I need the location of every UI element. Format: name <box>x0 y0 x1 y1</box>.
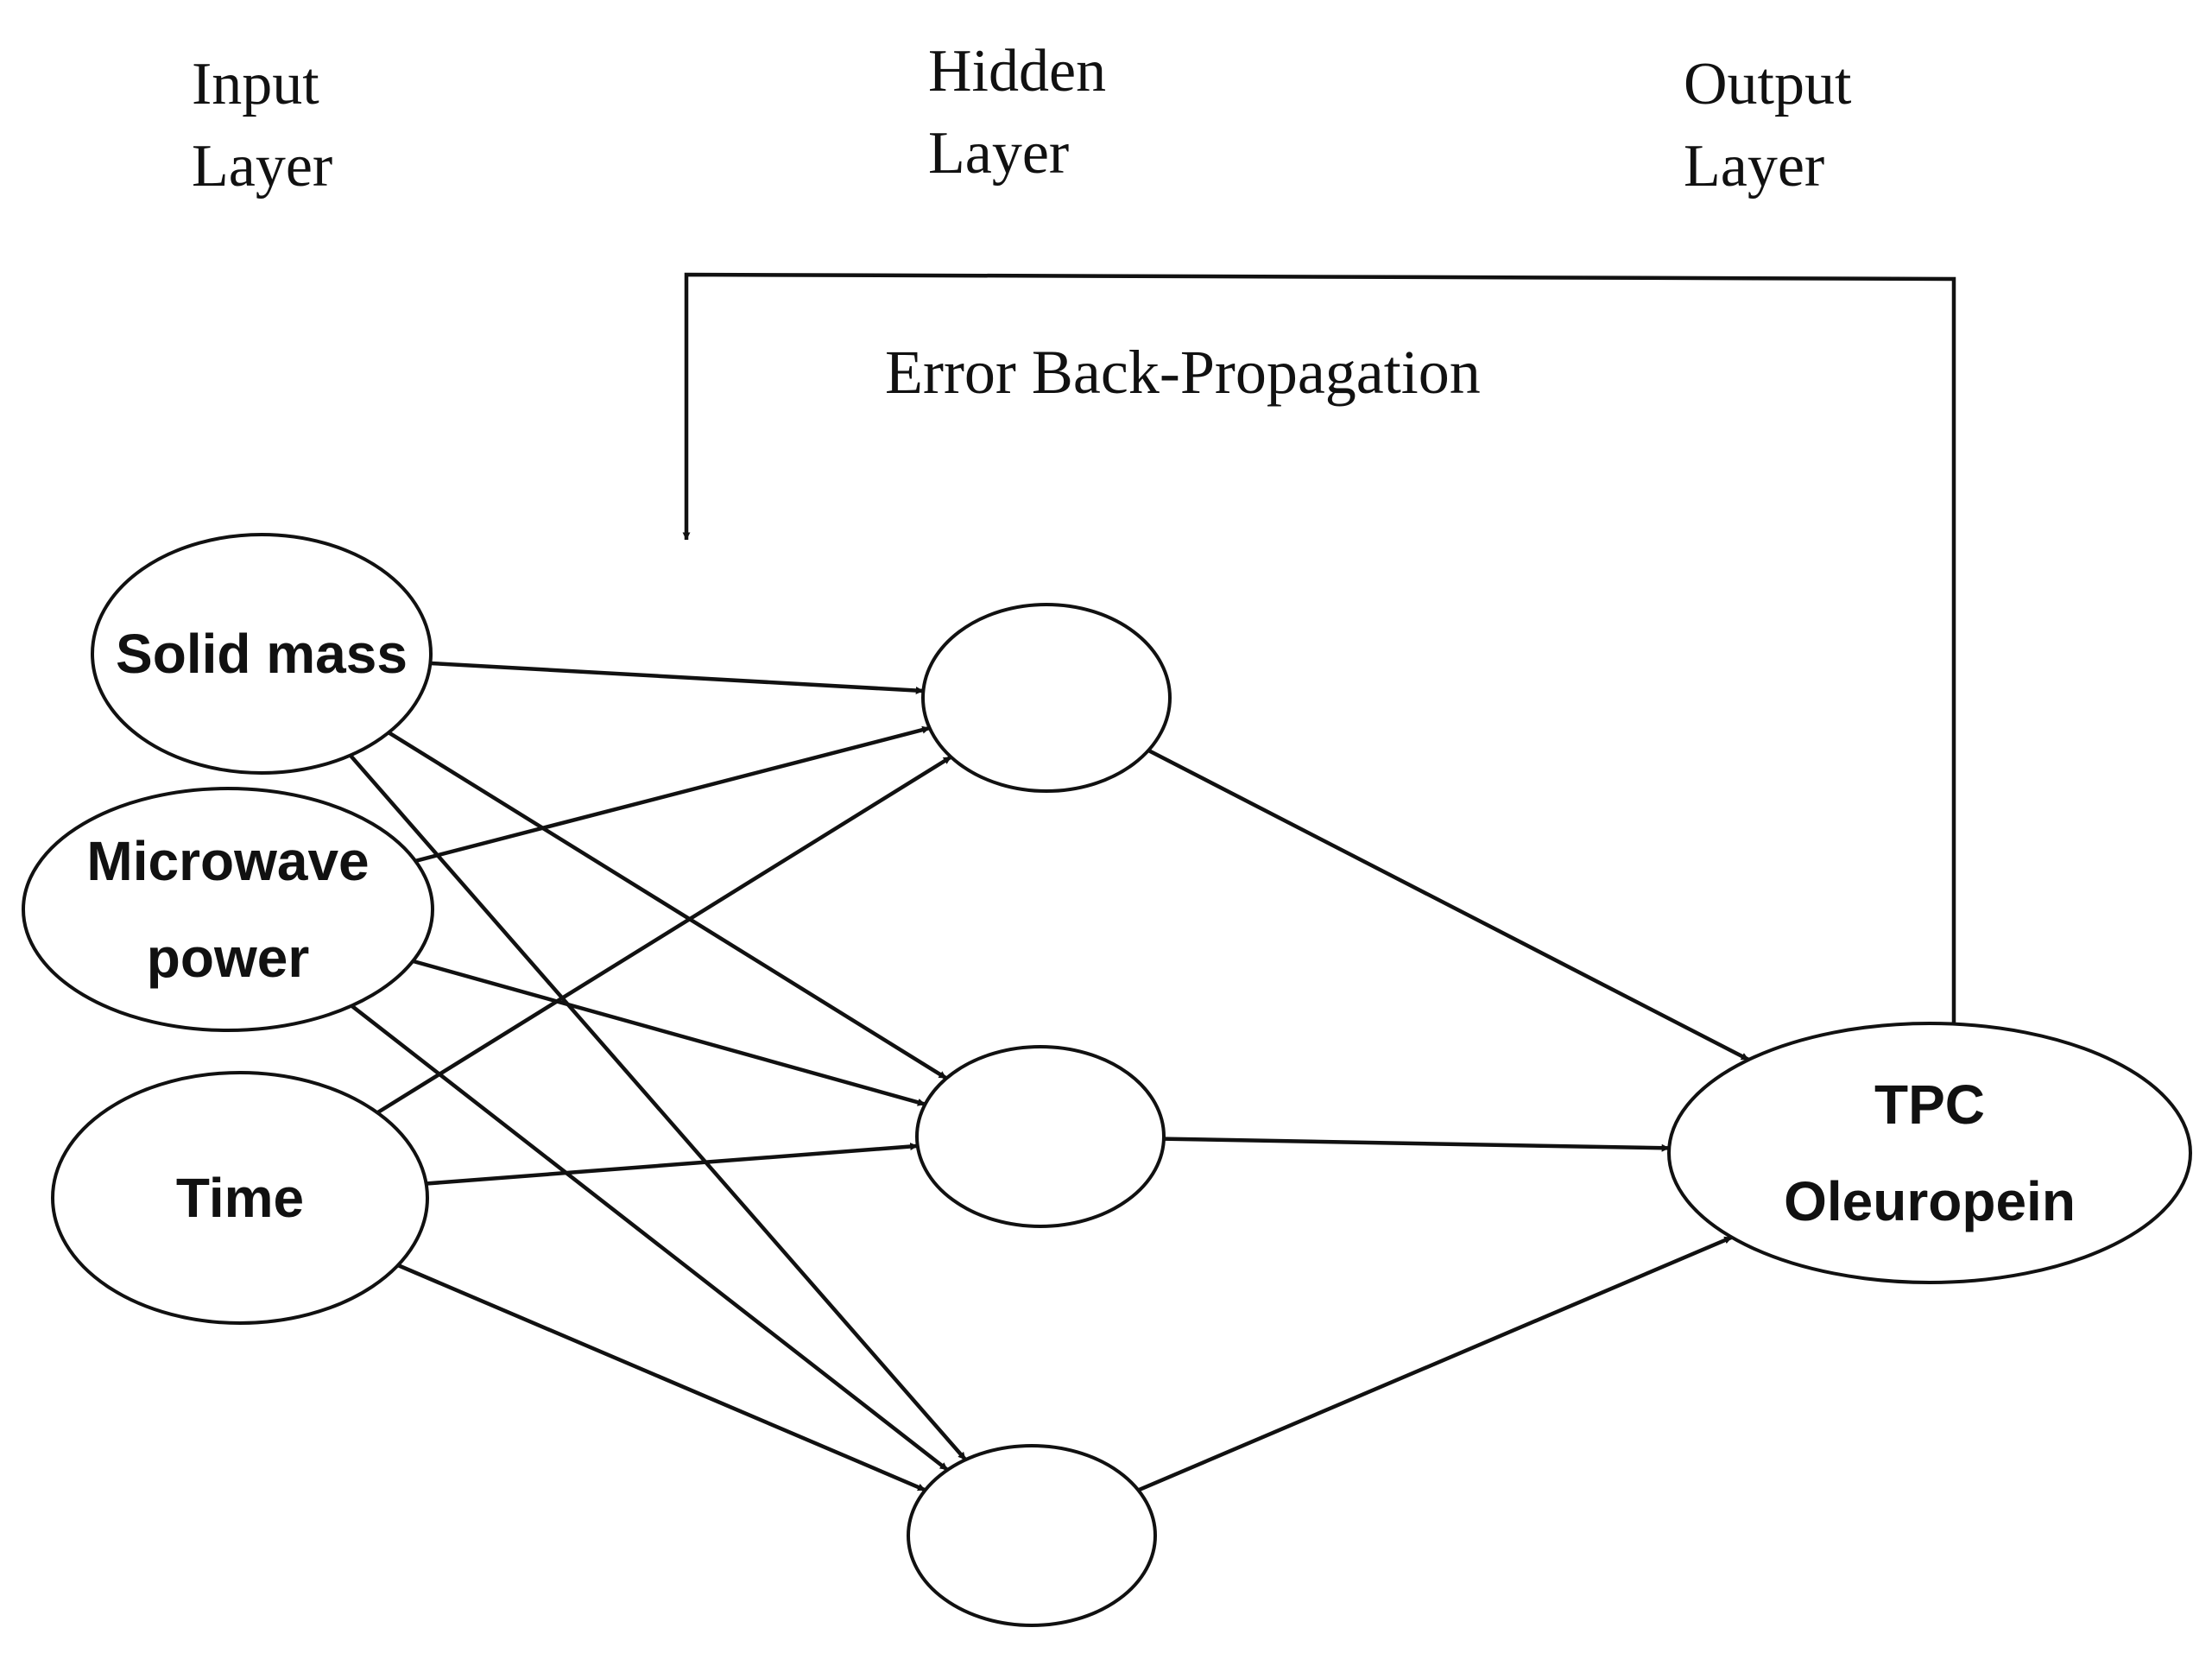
input-layer-label-line2: Layer <box>192 133 332 200</box>
connection-time-to-h3 <box>397 1263 926 1492</box>
connection-h3-to-tpc-oleuropein <box>1137 1235 1733 1492</box>
input-node-time: Time <box>51 1071 429 1325</box>
output-node-label: TPC <box>1874 1074 1985 1136</box>
connection-h1-to-tpc-oleuropein <box>1147 748 1750 1062</box>
input-node-label: power <box>147 927 309 989</box>
connection-microwave-power-to-h2 <box>412 959 926 1106</box>
output-node-ellipse <box>1667 1022 2192 1284</box>
input-node-solid-mass: Solid mass <box>91 533 433 775</box>
output-node-label: Oleuropein <box>1784 1170 2076 1232</box>
hidden-node-h3 <box>907 1444 1157 1627</box>
connection-solid-mass-to-h1 <box>430 661 924 695</box>
hidden-node-ellipse <box>915 1045 1166 1228</box>
input-node-label: Solid mass <box>116 623 408 685</box>
feedback-loop-line <box>682 272 1956 1023</box>
input-node-ellipse <box>22 787 434 1032</box>
input-node-label: Microwave <box>86 830 369 892</box>
connections <box>348 661 1750 1492</box>
connection-time-to-h1 <box>376 755 952 1115</box>
connection-solid-mass-to-h3 <box>348 754 968 1461</box>
connection-microwave-power-to-h3 <box>350 1004 949 1472</box>
connection-microwave-power-to-h1 <box>414 725 931 864</box>
input-node-label: Time <box>176 1167 304 1229</box>
output-node-tpc-oleuropein: TPC Oleuropein <box>1667 1022 2192 1284</box>
input-node-ellipse <box>51 1071 429 1325</box>
input-layer-label-line1: Input <box>192 51 319 117</box>
output-layer-label-line2: Layer <box>1684 133 1824 200</box>
hidden-layer-label-line2: Layer <box>928 120 1069 187</box>
hidden-node-h2 <box>915 1045 1166 1228</box>
input-node-ellipse <box>91 533 433 775</box>
connection-h2-to-tpc-oleuropein <box>1163 1137 1670 1152</box>
hidden-layer-label-line1: Hidden <box>928 38 1106 104</box>
hidden-node-h1 <box>921 603 1172 793</box>
connection-solid-mass-to-h2 <box>387 731 948 1080</box>
hidden-node-ellipse <box>907 1444 1157 1627</box>
output-layer-label-line1: Output <box>1684 51 1852 117</box>
hidden-node-ellipse <box>921 603 1172 793</box>
input-node-microwave-power: Microwave power <box>22 787 434 1032</box>
connection-time-to-h2 <box>426 1143 919 1186</box>
feedback-label: Error Back-Propagation <box>885 338 1481 407</box>
